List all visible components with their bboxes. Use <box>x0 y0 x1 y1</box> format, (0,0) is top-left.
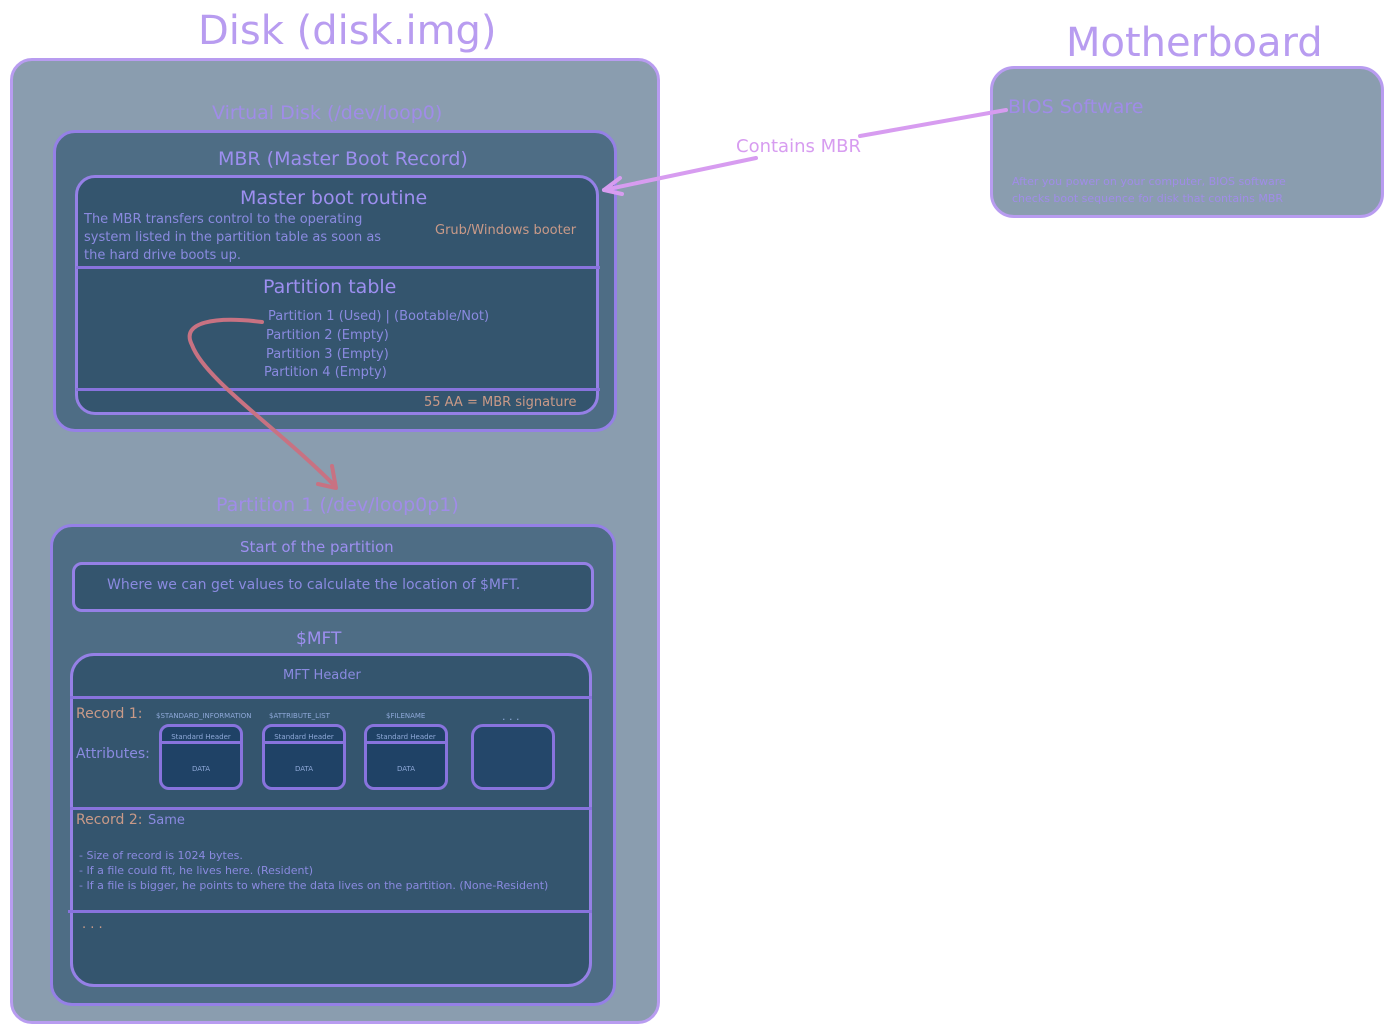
mft-box <box>70 653 592 987</box>
boot-routine-desc-line-3: the hard drive boots up. <box>84 248 241 263</box>
partition-start-text: Where we can get values to calculate the… <box>107 577 521 593</box>
bios-note-line-1: After you power on your computer, BIOS s… <box>1012 175 1286 188</box>
contains-mbr-label: Contains MBR <box>736 136 861 157</box>
attribute-header-divider <box>162 741 240 744</box>
attribute-data-label: DATA <box>191 765 211 773</box>
mbr-title: MBR (Master Boot Record) <box>218 148 468 170</box>
boot-routine-desc-line-2: system listed in the partition table as … <box>84 230 382 245</box>
mft-header: MFT Header <box>283 668 361 683</box>
disk-title: Disk (disk.img) <box>198 8 497 54</box>
attribute-header-label: Standard Header <box>274 733 334 741</box>
partition-start-box <box>72 562 594 612</box>
mft-more: . . . <box>82 917 103 932</box>
boot-routine-title: Master boot routine <box>240 187 428 209</box>
attr-name-more: . . . <box>502 710 520 723</box>
motherboard-title: Motherboard <box>1066 20 1323 66</box>
partition-entry-4: Partition 4 (Empty) <box>264 365 387 380</box>
attr-name-attribute-list: $ATTRIBUTE_LIST <box>269 712 330 720</box>
bios-title: BIOS Software <box>1008 96 1144 118</box>
partition-entry-1: Partition 1 (Used) | (Bootable/Not) <box>268 309 490 324</box>
record-note-1: - Size of record is 1024 bytes. <box>79 849 243 862</box>
attribute-header-divider <box>367 741 445 744</box>
mbr-signature: 55 AA = MBR signature <box>424 395 577 410</box>
mft-divider-1 <box>70 696 592 699</box>
attribute-data-label: DATA <box>294 765 314 773</box>
bios-note-line-2: checks boot sequence for disk that conta… <box>1012 192 1284 205</box>
partition-table-title: Partition table <box>263 276 397 298</box>
record-1-label: Record 1: <box>76 706 143 722</box>
record-2-label: Record 2: <box>76 812 143 828</box>
partition-entry-2: Partition 2 (Empty) <box>266 328 389 343</box>
booter-label: Grub/Windows booter <box>435 223 577 238</box>
record-note-3: - If a file is bigger, he points to wher… <box>79 879 549 892</box>
partition-entry-3: Partition 3 (Empty) <box>266 347 389 362</box>
attribute-header-divider <box>265 741 343 744</box>
virtual-disk-label: Virtual Disk (/dev/loop0) <box>212 102 443 124</box>
attribute-header-label: Standard Header <box>171 733 231 741</box>
attr-name-standard-information: $STANDARD_INFORMATION <box>156 712 252 720</box>
attribute-attribute-list: Standard Header DATA <box>262 724 346 790</box>
attribute-more <box>471 724 555 790</box>
mbr-divider-1 <box>76 266 600 269</box>
mft-divider-2 <box>70 807 592 810</box>
record-2-value: Same <box>148 813 185 828</box>
partition-start-label: Start of the partition <box>240 538 394 556</box>
mft-divider-3 <box>68 910 592 913</box>
mbr-divider-2 <box>76 388 600 391</box>
mft-title: $MFT <box>296 629 342 649</box>
attribute-header-label: Standard Header <box>376 733 436 741</box>
attribute-standard-information: Standard Header DATA <box>159 724 243 790</box>
record-note-2: - If a file could fit, he lives here. (R… <box>79 864 314 877</box>
partition-title: Partition 1 (/dev/loop0p1) <box>216 494 459 516</box>
attribute-filename: Standard Header DATA <box>364 724 448 790</box>
boot-routine-desc-line-1: The MBR transfers control to the operati… <box>84 212 363 227</box>
attr-name-filename: $FILENAME <box>386 712 426 720</box>
mbr-inner-box <box>75 175 599 415</box>
attribute-data-label: DATA <box>396 765 416 773</box>
attributes-label: Attributes: <box>76 746 150 762</box>
